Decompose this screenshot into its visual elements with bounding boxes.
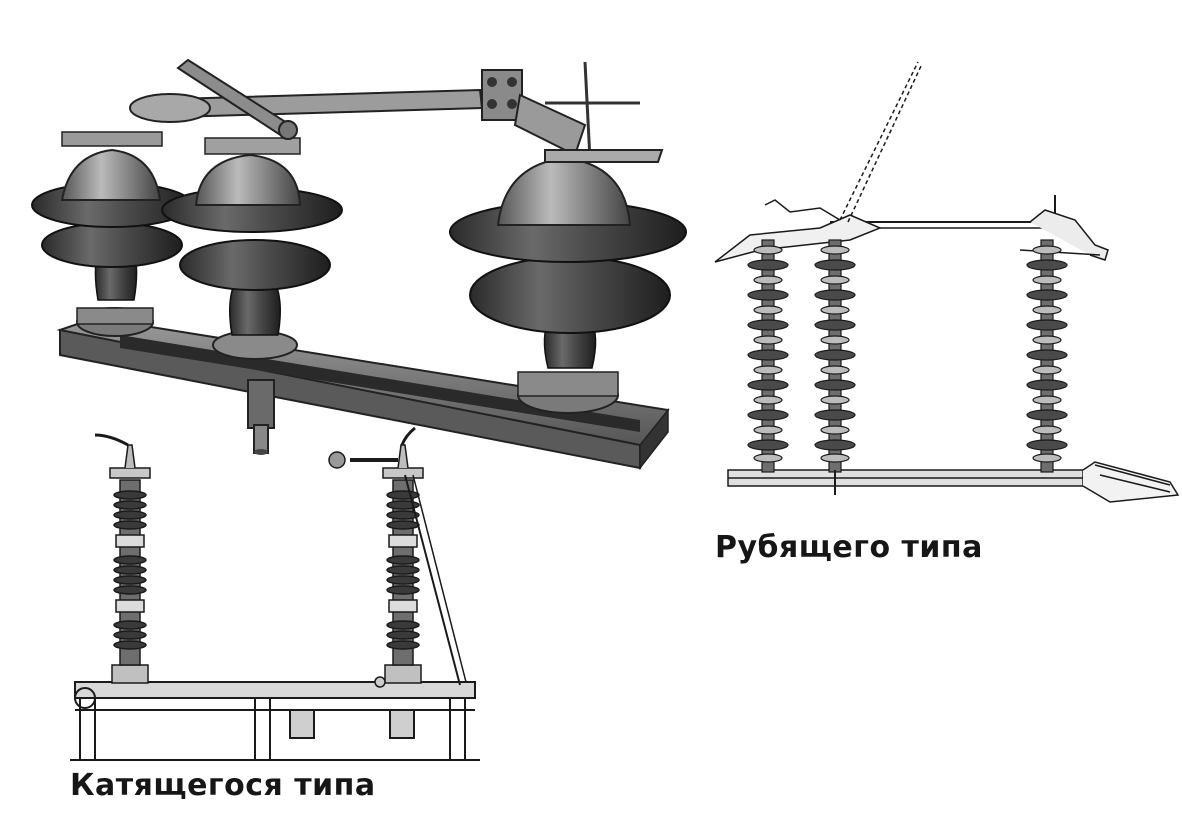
caption-chopping-type: Рубящего типа xyxy=(715,530,983,565)
rolling-type-drawing xyxy=(50,420,490,770)
chopping-column-3 xyxy=(1026,239,1068,473)
switch-blade xyxy=(129,58,664,163)
rolling-type-drawing-svg xyxy=(70,426,480,761)
chopping-columns xyxy=(747,239,1068,495)
caption-rolling-type: Катящегося типа xyxy=(70,768,376,803)
insulator-right xyxy=(449,156,687,414)
insulator-left xyxy=(31,131,193,337)
rolling-right-column xyxy=(328,426,467,688)
insulator-middle xyxy=(161,137,343,360)
chopping-type-drawing xyxy=(700,50,1182,520)
chopping-type-drawing-svg xyxy=(714,61,1180,503)
disconnector-photo-drawing xyxy=(31,58,687,471)
drive-shaft xyxy=(247,379,275,455)
chopping-column-1 xyxy=(747,239,789,473)
rolling-left-column xyxy=(94,433,151,684)
disconnector-photo xyxy=(0,0,700,480)
chopping-column-2 xyxy=(814,239,856,495)
